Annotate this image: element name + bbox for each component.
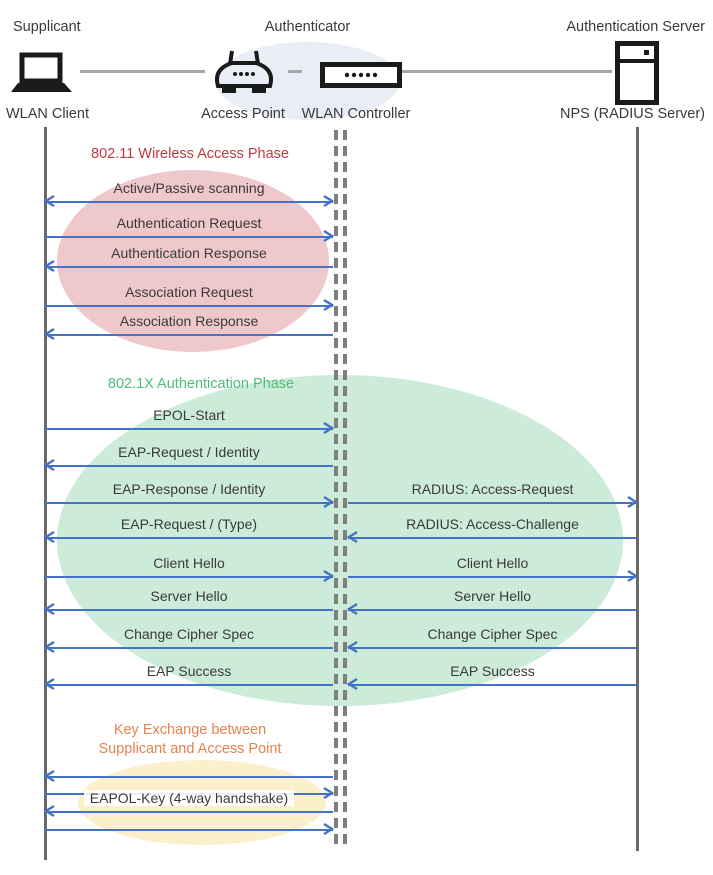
arrowhead-right-icon — [323, 495, 335, 509]
arrowhead-right-icon — [323, 229, 335, 243]
message-line-eapol-key-4-way-handshake — [45, 811, 333, 813]
arrowhead-left-icon — [43, 327, 55, 341]
message-label-active-passive-scanning: Active/Passive scanning — [113, 180, 265, 196]
arrowhead-left-icon — [43, 677, 55, 691]
message-line-eapol-key-step — [45, 829, 333, 831]
arrowhead-right-icon — [627, 495, 639, 509]
message-label-change-cipher-spec: Change Cipher Spec — [124, 626, 254, 642]
message-label-association-request: Association Request — [125, 284, 253, 300]
role-label-authenticator: Authenticator — [264, 19, 351, 35]
message-label-eap-request-type: EAP-Request / (Type) — [120, 516, 258, 532]
arrowhead-left-icon — [43, 530, 55, 544]
message-label-authentication-request: Authentication Request — [116, 215, 262, 231]
message-label-authentication-response: Authentication Response — [111, 245, 267, 261]
message-line-authentication-request — [45, 236, 333, 238]
message-line-client-hello — [348, 576, 637, 578]
arrowhead-right-icon — [627, 569, 639, 583]
message-line-eap-response-identity — [45, 502, 333, 504]
arrowhead-left-icon — [43, 804, 55, 818]
phase-8021x-ellipse — [57, 375, 623, 706]
message-line-epol-start — [45, 428, 333, 430]
device-label-nps-radius-server: NPS (RADIUS Server) — [559, 106, 705, 122]
message-line-eap-request-type — [45, 537, 333, 539]
arrowhead-left-icon — [43, 769, 55, 783]
arrowhead-left-icon — [346, 602, 358, 616]
laptop-icon — [11, 52, 72, 92]
device-label-wlan-controller: WLAN Controller — [301, 106, 411, 122]
lifeline-wlan-client — [44, 127, 47, 860]
server-icon — [615, 41, 659, 105]
message-line-change-cipher-spec — [348, 647, 637, 649]
device-connector-dash — [288, 70, 302, 73]
arrowhead-left-icon — [43, 640, 55, 654]
phase-title-key-exchange: Key Exchange between Supplicant and Acce… — [45, 721, 335, 759]
message-label-epol-start: EPOL-Start — [153, 407, 225, 423]
device-label-wlan-client: WLAN Client — [6, 106, 89, 122]
message-line-server-hello — [348, 609, 637, 611]
message-label-association-response: Association Response — [119, 313, 259, 329]
phase-80211-ellipse — [57, 170, 329, 352]
arrowhead-right-icon — [323, 298, 335, 312]
access-point-icon — [215, 50, 273, 93]
message-label-eap-success: EAP Success — [146, 663, 232, 679]
message-label-eap-response-identity: EAP-Response / Identity — [112, 481, 266, 497]
message-line-eapol-key-step — [45, 776, 333, 778]
message-label-radius-access-request: RADIUS: Access-Request — [411, 481, 574, 497]
lifeline-dashed-access-point — [334, 130, 338, 849]
lifeline-nps-server — [636, 127, 639, 851]
phase-title-key-exchange-line2: Supplicant and Access Point — [98, 741, 282, 757]
message-label-client-hello: Client Hello — [153, 555, 225, 571]
message-label-server-hello: Server Hello — [453, 588, 532, 604]
device-connector-line — [80, 70, 205, 73]
message-line-radius-access-request — [348, 502, 637, 504]
message-line-radius-access-challenge — [348, 537, 637, 539]
message-line-server-hello — [45, 609, 333, 611]
message-line-client-hello — [45, 576, 333, 578]
arrowhead-left-icon — [43, 194, 55, 208]
message-line-change-cipher-spec — [45, 647, 333, 649]
arrowhead-right-icon — [323, 786, 335, 800]
message-line-eap-request-identity — [45, 465, 333, 467]
message-label-change-cipher-spec: Change Cipher Spec — [427, 626, 558, 642]
role-label-authentication-server: Authentication Server — [566, 19, 705, 35]
device-connector-line — [398, 70, 612, 73]
arrowhead-left-icon — [346, 530, 358, 544]
message-label-client-hello: Client Hello — [456, 555, 529, 571]
message-line-authentication-response — [45, 266, 333, 268]
lifeline-dashed-wlan-controller — [343, 130, 347, 849]
arrowhead-left-icon — [346, 640, 358, 654]
role-label-supplicant: Supplicant — [13, 19, 81, 35]
phase-title-key-exchange-line1: Key Exchange between — [113, 722, 267, 738]
arrowhead-left-icon — [43, 458, 55, 472]
arrowhead-right-icon — [323, 822, 335, 836]
arrowhead-left-icon — [346, 677, 358, 691]
message-line-active-passive-scanning — [45, 201, 333, 203]
message-label-eapol-key-4-way-handshake: EAPOL-Key (4-way handshake) — [45, 790, 333, 806]
message-line-association-request — [45, 305, 333, 307]
arrowhead-right-icon — [323, 421, 335, 435]
phase-title-80211-wireless-access: 802.11 Wireless Access Phase — [91, 146, 289, 162]
arrowhead-left-icon — [43, 259, 55, 273]
device-label-access-point: Access Point — [201, 106, 285, 122]
message-label-eap-success: EAP Success — [450, 663, 535, 679]
arrowhead-left-icon — [43, 602, 55, 616]
message-label-eap-request-identity: EAP-Request / Identity — [118, 444, 260, 460]
arrowhead-right-icon — [323, 569, 335, 583]
wlan-controller-icon — [320, 62, 402, 88]
message-line-eap-success — [45, 684, 333, 686]
message-label-radius-access-challenge: RADIUS: Access-Challenge — [406, 516, 579, 532]
phase-title-8021x-authentication: 802.1X Authentication Phase — [107, 376, 295, 392]
message-label-server-hello: Server Hello — [150, 588, 228, 604]
message-line-eap-success — [348, 684, 637, 686]
arrowhead-right-icon — [323, 194, 335, 208]
message-line-association-response — [45, 334, 333, 336]
